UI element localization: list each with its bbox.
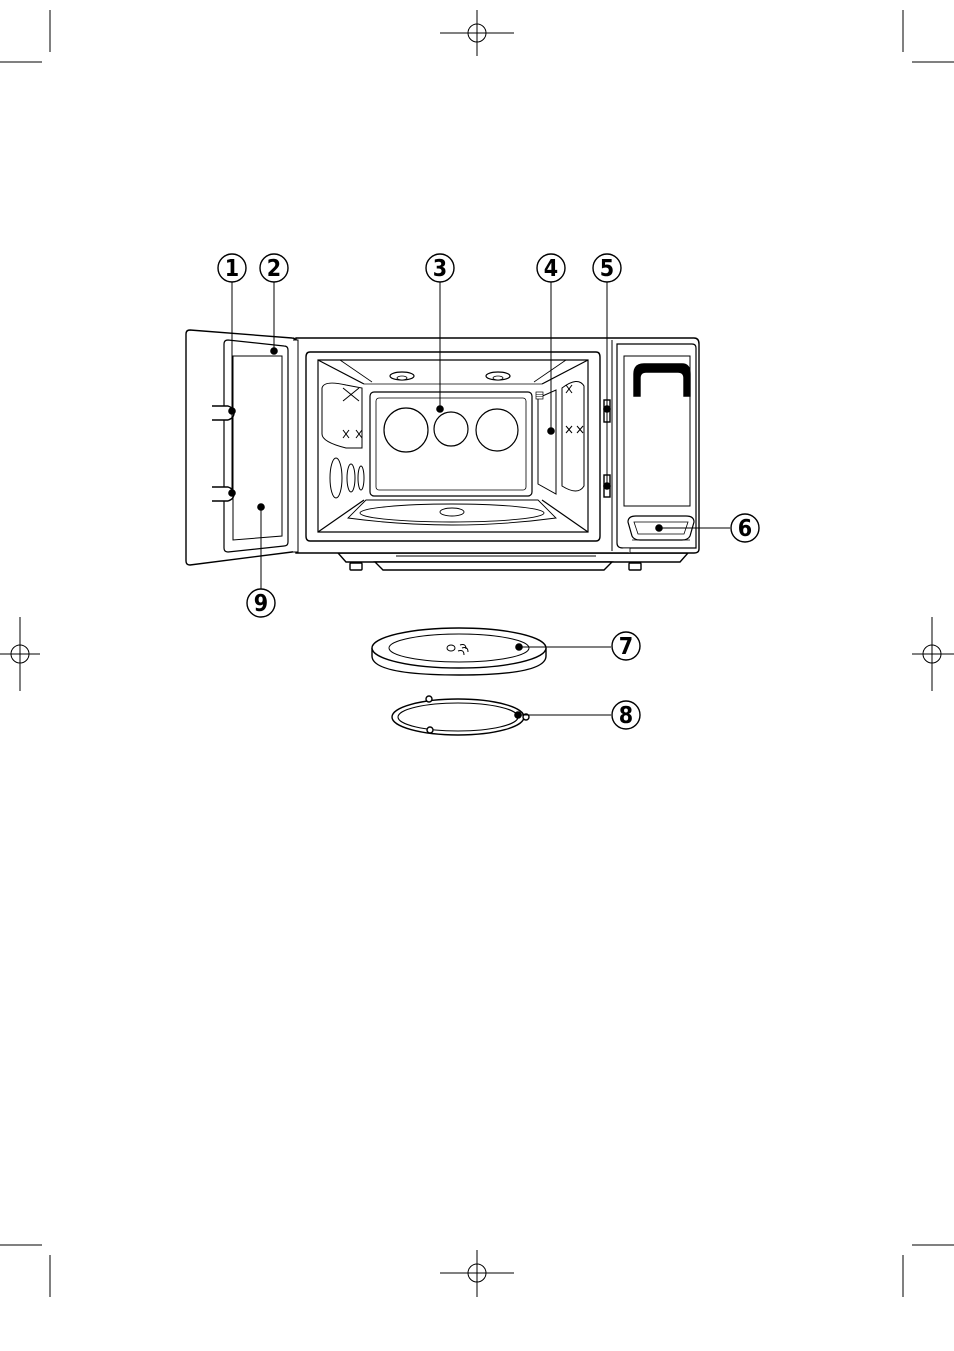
callout-label: 5	[600, 256, 614, 282]
back-wall-vent-circle	[384, 408, 428, 452]
callout-label: 9	[254, 591, 268, 617]
oven-door	[186, 330, 298, 565]
callout-1: 1	[218, 254, 246, 282]
callout-label: 4	[544, 256, 558, 282]
glass-tray	[372, 628, 546, 675]
callout-label: 6	[738, 516, 752, 542]
roller-ring	[392, 696, 529, 735]
callout-7: 7	[612, 632, 640, 660]
callout-4: 4	[537, 254, 565, 282]
callout-label: 8	[619, 703, 633, 729]
registration-mark-icon	[440, 1250, 514, 1297]
back-wall-vent-circle	[434, 412, 468, 446]
callout-5: 5	[593, 254, 621, 282]
callout-label: 1	[225, 256, 239, 282]
callout-label: 3	[433, 256, 447, 282]
callout-8: 8	[612, 701, 640, 729]
back-wall-vent-circle	[476, 409, 518, 451]
callout-2: 2	[260, 254, 288, 282]
oven-base	[338, 553, 688, 570]
registration-mark-icon	[0, 617, 40, 691]
registration-mark-icon	[440, 10, 514, 56]
callout-label: 2	[267, 256, 281, 282]
callout-3: 3	[426, 254, 454, 282]
oven-cavity	[318, 360, 588, 532]
callout-label: 7	[619, 634, 633, 660]
registration-mark-icon	[912, 617, 954, 691]
callout-9: 9	[247, 589, 275, 617]
control-panel	[612, 340, 696, 553]
microwave-oven	[186, 330, 699, 570]
callout-6: 6	[731, 514, 759, 542]
